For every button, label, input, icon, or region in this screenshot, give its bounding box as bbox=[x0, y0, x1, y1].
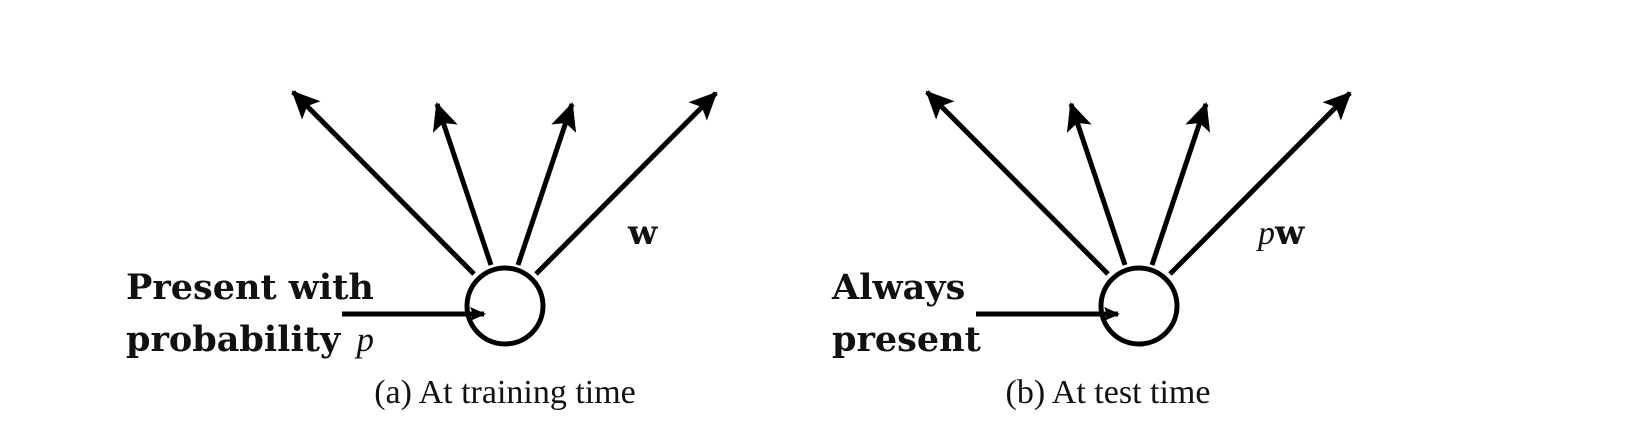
outgoing-arrow-4 bbox=[534, 91, 718, 276]
weight-label: w bbox=[627, 213, 658, 253]
outgoing-arrow-1 bbox=[291, 90, 476, 276]
weight-label: pw bbox=[1256, 213, 1305, 253]
outgoing-arrow-3 bbox=[1149, 102, 1211, 266]
unit-circle bbox=[1098, 265, 1180, 347]
input-label-line1: Always bbox=[831, 267, 965, 308]
caption-training: (a) At training time bbox=[374, 374, 636, 411]
input-label-line1: Present with bbox=[126, 267, 374, 308]
panel-test: pw Always present (b) At test time bbox=[831, 90, 1352, 411]
input-label-line2: probability p bbox=[126, 319, 374, 360]
outgoing-arrow-4 bbox=[1168, 91, 1352, 276]
unit-circle bbox=[464, 265, 546, 347]
outgoing-arrow-2 bbox=[1066, 102, 1128, 266]
probability-symbol: p bbox=[353, 320, 374, 359]
outgoing-arrow-3 bbox=[515, 102, 577, 266]
outgoing-arrow-1 bbox=[925, 90, 1110, 276]
outgoing-arrow-2 bbox=[432, 102, 494, 266]
caption-test: (b) At test time bbox=[1006, 374, 1211, 411]
panel-training: w Present with probability p (a) At trai… bbox=[126, 90, 718, 411]
input-label-line2: present bbox=[832, 319, 981, 360]
